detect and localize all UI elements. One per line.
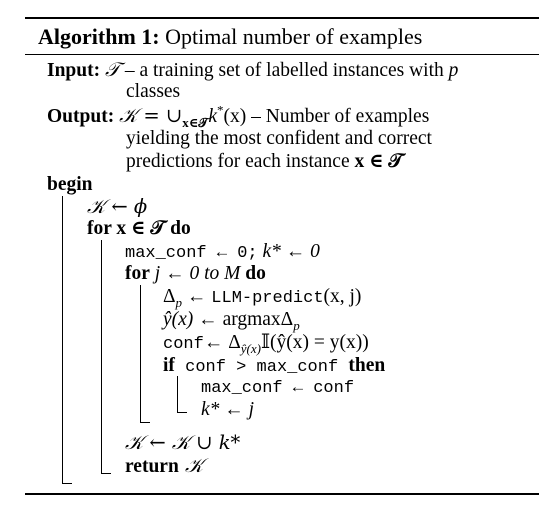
- yhat-rhs: argmaxΔ: [222, 309, 294, 330]
- conf-rhs: ← Δ: [203, 332, 241, 353]
- for-outer-keyword: for: [87, 218, 112, 239]
- for-outer-expr: x ∈ 𝒯: [111, 218, 171, 239]
- begin-block-bracket: [62, 196, 72, 484]
- input-var-p: p: [448, 60, 459, 81]
- input-continuation: classes: [126, 81, 181, 102]
- output-formula-sup: *: [217, 102, 224, 118]
- for-outer-line: for x ∈ 𝒯 do: [87, 219, 191, 239]
- output-text-c-math: x ∈ 𝒯: [354, 151, 404, 172]
- output-line: Output: 𝒦 = ∪x∈𝒯k*(x) – Number of exampl…: [47, 102, 430, 130]
- conf-rest: 𝕀(ŷ(x) = y(x)): [260, 332, 369, 353]
- yhat-sub: p: [293, 317, 300, 333]
- bottom-rule: [25, 493, 539, 495]
- for-inner-expr: j ← 0: [149, 263, 205, 284]
- for-inner-do: do: [245, 263, 266, 284]
- predict-args: (x, j): [323, 286, 362, 307]
- return-value: 𝒦: [178, 454, 204, 477]
- for-inner-to: to: [204, 263, 220, 284]
- yhat-line: ŷ(x) ← argmaxΔp: [163, 309, 300, 333]
- input-keyword: Input:: [47, 60, 101, 81]
- for-inner-bracket: [140, 285, 150, 423]
- if-keyword: if: [163, 355, 175, 376]
- output-formula-sub: x∈𝒯: [182, 114, 209, 130]
- predict-lhs: Δ: [163, 286, 176, 307]
- init-k-line: 𝒦 ← ϕ: [87, 195, 148, 218]
- top-rule: [25, 17, 539, 19]
- training-set-symbol: 𝒯: [105, 58, 120, 81]
- output-continuation-1: yielding the most confident and correct: [126, 128, 432, 149]
- output-text-c: predictions for each instance: [126, 151, 355, 172]
- output-formula-arg: (x): [223, 106, 247, 127]
- assign-k-star-line: k* ← j: [201, 399, 255, 420]
- if-then: then: [348, 355, 386, 376]
- predict-line: Δp ← LLM-predict(x, j): [163, 286, 362, 310]
- for-inner-keyword: for: [125, 263, 150, 284]
- for-outer-do: do: [170, 218, 191, 239]
- predict-arrow: ←: [182, 286, 212, 307]
- predict-function: LLM-predict: [211, 289, 324, 308]
- input-line: Input: 𝒯 – a training set of labelled in…: [47, 60, 458, 81]
- input-text-a: – a training set of labelled instances w…: [119, 60, 449, 81]
- return-keyword: return: [125, 456, 179, 477]
- union-line: 𝒦 ← 𝒦 ∪ k*: [125, 431, 241, 454]
- update-maxconf-line: max_conf ← conf: [201, 379, 355, 398]
- if-bracket: [177, 376, 187, 413]
- caption-rule: [25, 54, 539, 55]
- conf-mono: conf: [163, 335, 204, 354]
- algorithm-title: Optimal number of examples: [165, 24, 423, 49]
- if-line: if conf > max_conf then: [163, 356, 385, 376]
- begin-keyword: begin: [47, 174, 93, 195]
- for-inner-line: for j ← 0 to M do: [125, 264, 266, 284]
- init-k-star: k* ← 0: [257, 241, 320, 262]
- output-text-a: – Number of examples: [246, 106, 430, 127]
- output-formula: 𝒦 = ∪: [119, 104, 183, 127]
- for-inner-M: M: [219, 263, 246, 284]
- return-line: return 𝒦: [125, 456, 203, 477]
- algorithm-caption: Algorithm 1: Optimal number of examples: [38, 26, 422, 48]
- yhat-lhs: ŷ(x) ←: [163, 309, 223, 330]
- init-maxconf-mono: max_conf ← 0;: [125, 244, 258, 263]
- predict-lhs-sub: p: [175, 294, 183, 310]
- conf-line: conf← Δŷ(x)𝕀(ŷ(x) = y(x)): [163, 332, 369, 356]
- conf-sub: ŷ(x): [240, 340, 261, 356]
- if-condition: conf > max_conf: [174, 358, 349, 377]
- for-outer-bracket: [101, 240, 111, 474]
- algorithm-label: Algorithm 1:: [38, 24, 160, 49]
- output-continuation-2: predictions for each instance x ∈ 𝒯: [126, 152, 403, 172]
- init-maxconf-line: max_conf ← 0; k* ← 0: [125, 242, 320, 262]
- output-formula-k: k: [208, 106, 218, 127]
- output-keyword: Output:: [47, 106, 115, 127]
